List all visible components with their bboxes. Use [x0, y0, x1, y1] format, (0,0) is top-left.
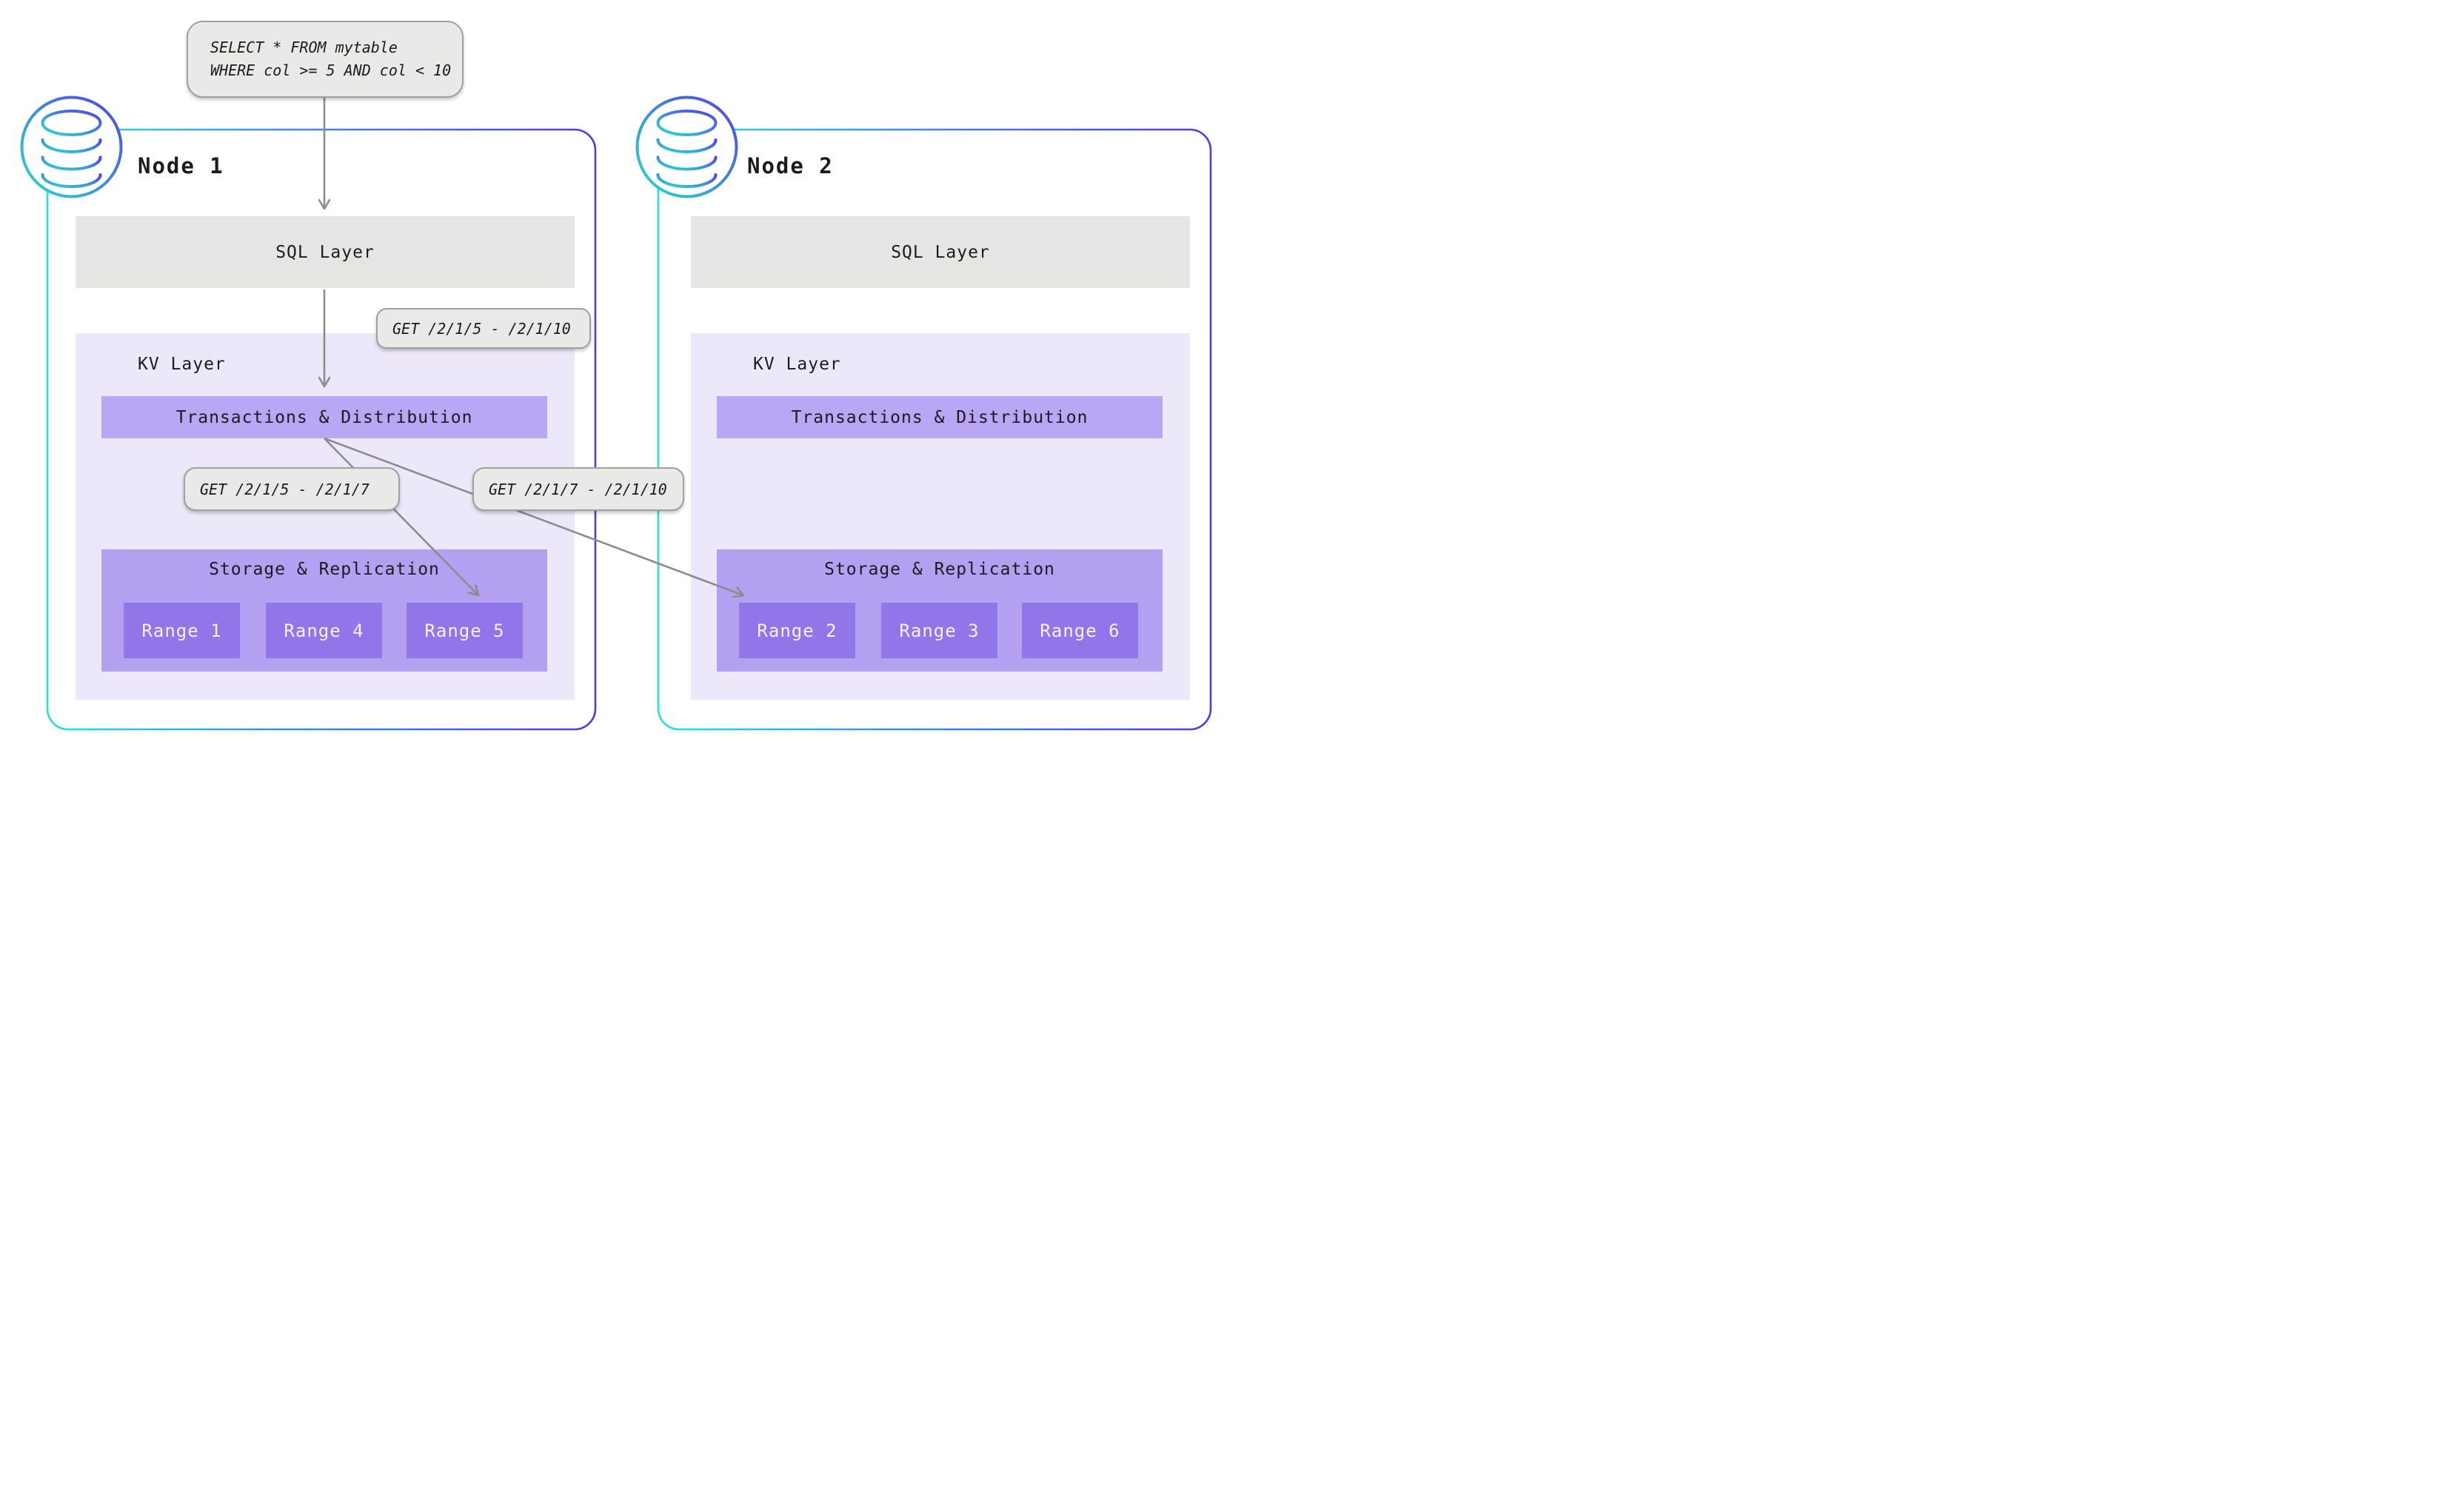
get-request-full-label: GET /2/1/5 - /2/1/10 — [392, 319, 571, 338]
node1-database-icon — [18, 93, 125, 201]
node1-sql-layer: SQL Layer — [76, 216, 575, 288]
range-box-4: Range 4 — [266, 603, 382, 658]
architecture-diagram: SQL Layer KV Layer Transactions & Distri… — [0, 0, 1226, 756]
get-request-bubble-left: GET /2/1/5 - /2/1/7 — [184, 467, 400, 511]
node1-title: Node 1 — [138, 153, 224, 178]
get-request-bubble-right: GET /2/1/7 - /2/1/10 — [472, 467, 684, 511]
get-request-left-label: GET /2/1/5 - /2/1/7 — [200, 480, 370, 498]
node2-transactions-label: Transactions & Distribution — [791, 407, 1089, 427]
range-box-6: Range 6 — [1022, 603, 1138, 658]
range-box-2: Range 2 — [739, 603, 855, 658]
get-request-bubble-full: GET /2/1/5 - /2/1/10 — [376, 308, 591, 349]
node2-database-icon — [633, 93, 740, 201]
node1-kv-layer-label: KV Layer — [138, 355, 226, 374]
get-request-right-label: GET /2/1/7 - /2/1/10 — [489, 480, 667, 498]
node2-title: Node 2 — [747, 153, 834, 178]
range-box-3: Range 3 — [881, 603, 997, 658]
query-line-1: SELECT * FROM mytable — [210, 39, 398, 56]
range-box-5: Range 5 — [407, 603, 523, 658]
node2-kv-layer-label: KV Layer — [753, 355, 841, 374]
node1-transactions-label: Transactions & Distribution — [175, 407, 473, 427]
query-bubble: SELECT * FROM mytable WHERE col >= 5 AND… — [187, 21, 464, 98]
arrows-layer — [0, 98, 1226, 756]
transactions-to-range5-arrow — [324, 438, 478, 595]
node2-sql-layer-label: SQL Layer — [891, 242, 990, 262]
node2-sql-layer: SQL Layer — [691, 216, 1190, 288]
node1-transactions-bar: Transactions & Distribution — [101, 396, 547, 438]
range-box-1: Range 1 — [124, 603, 240, 658]
node1-storage-label: Storage & Replication — [209, 560, 440, 579]
node2-storage-label: Storage & Replication — [824, 560, 1055, 579]
query-line-2: WHERE col >= 5 AND col < 10 — [210, 61, 452, 79]
transactions-to-node2-range2-arrow — [324, 437, 743, 595]
node1-sql-layer-label: SQL Layer — [275, 242, 375, 262]
node2-transactions-bar: Transactions & Distribution — [717, 396, 1163, 438]
